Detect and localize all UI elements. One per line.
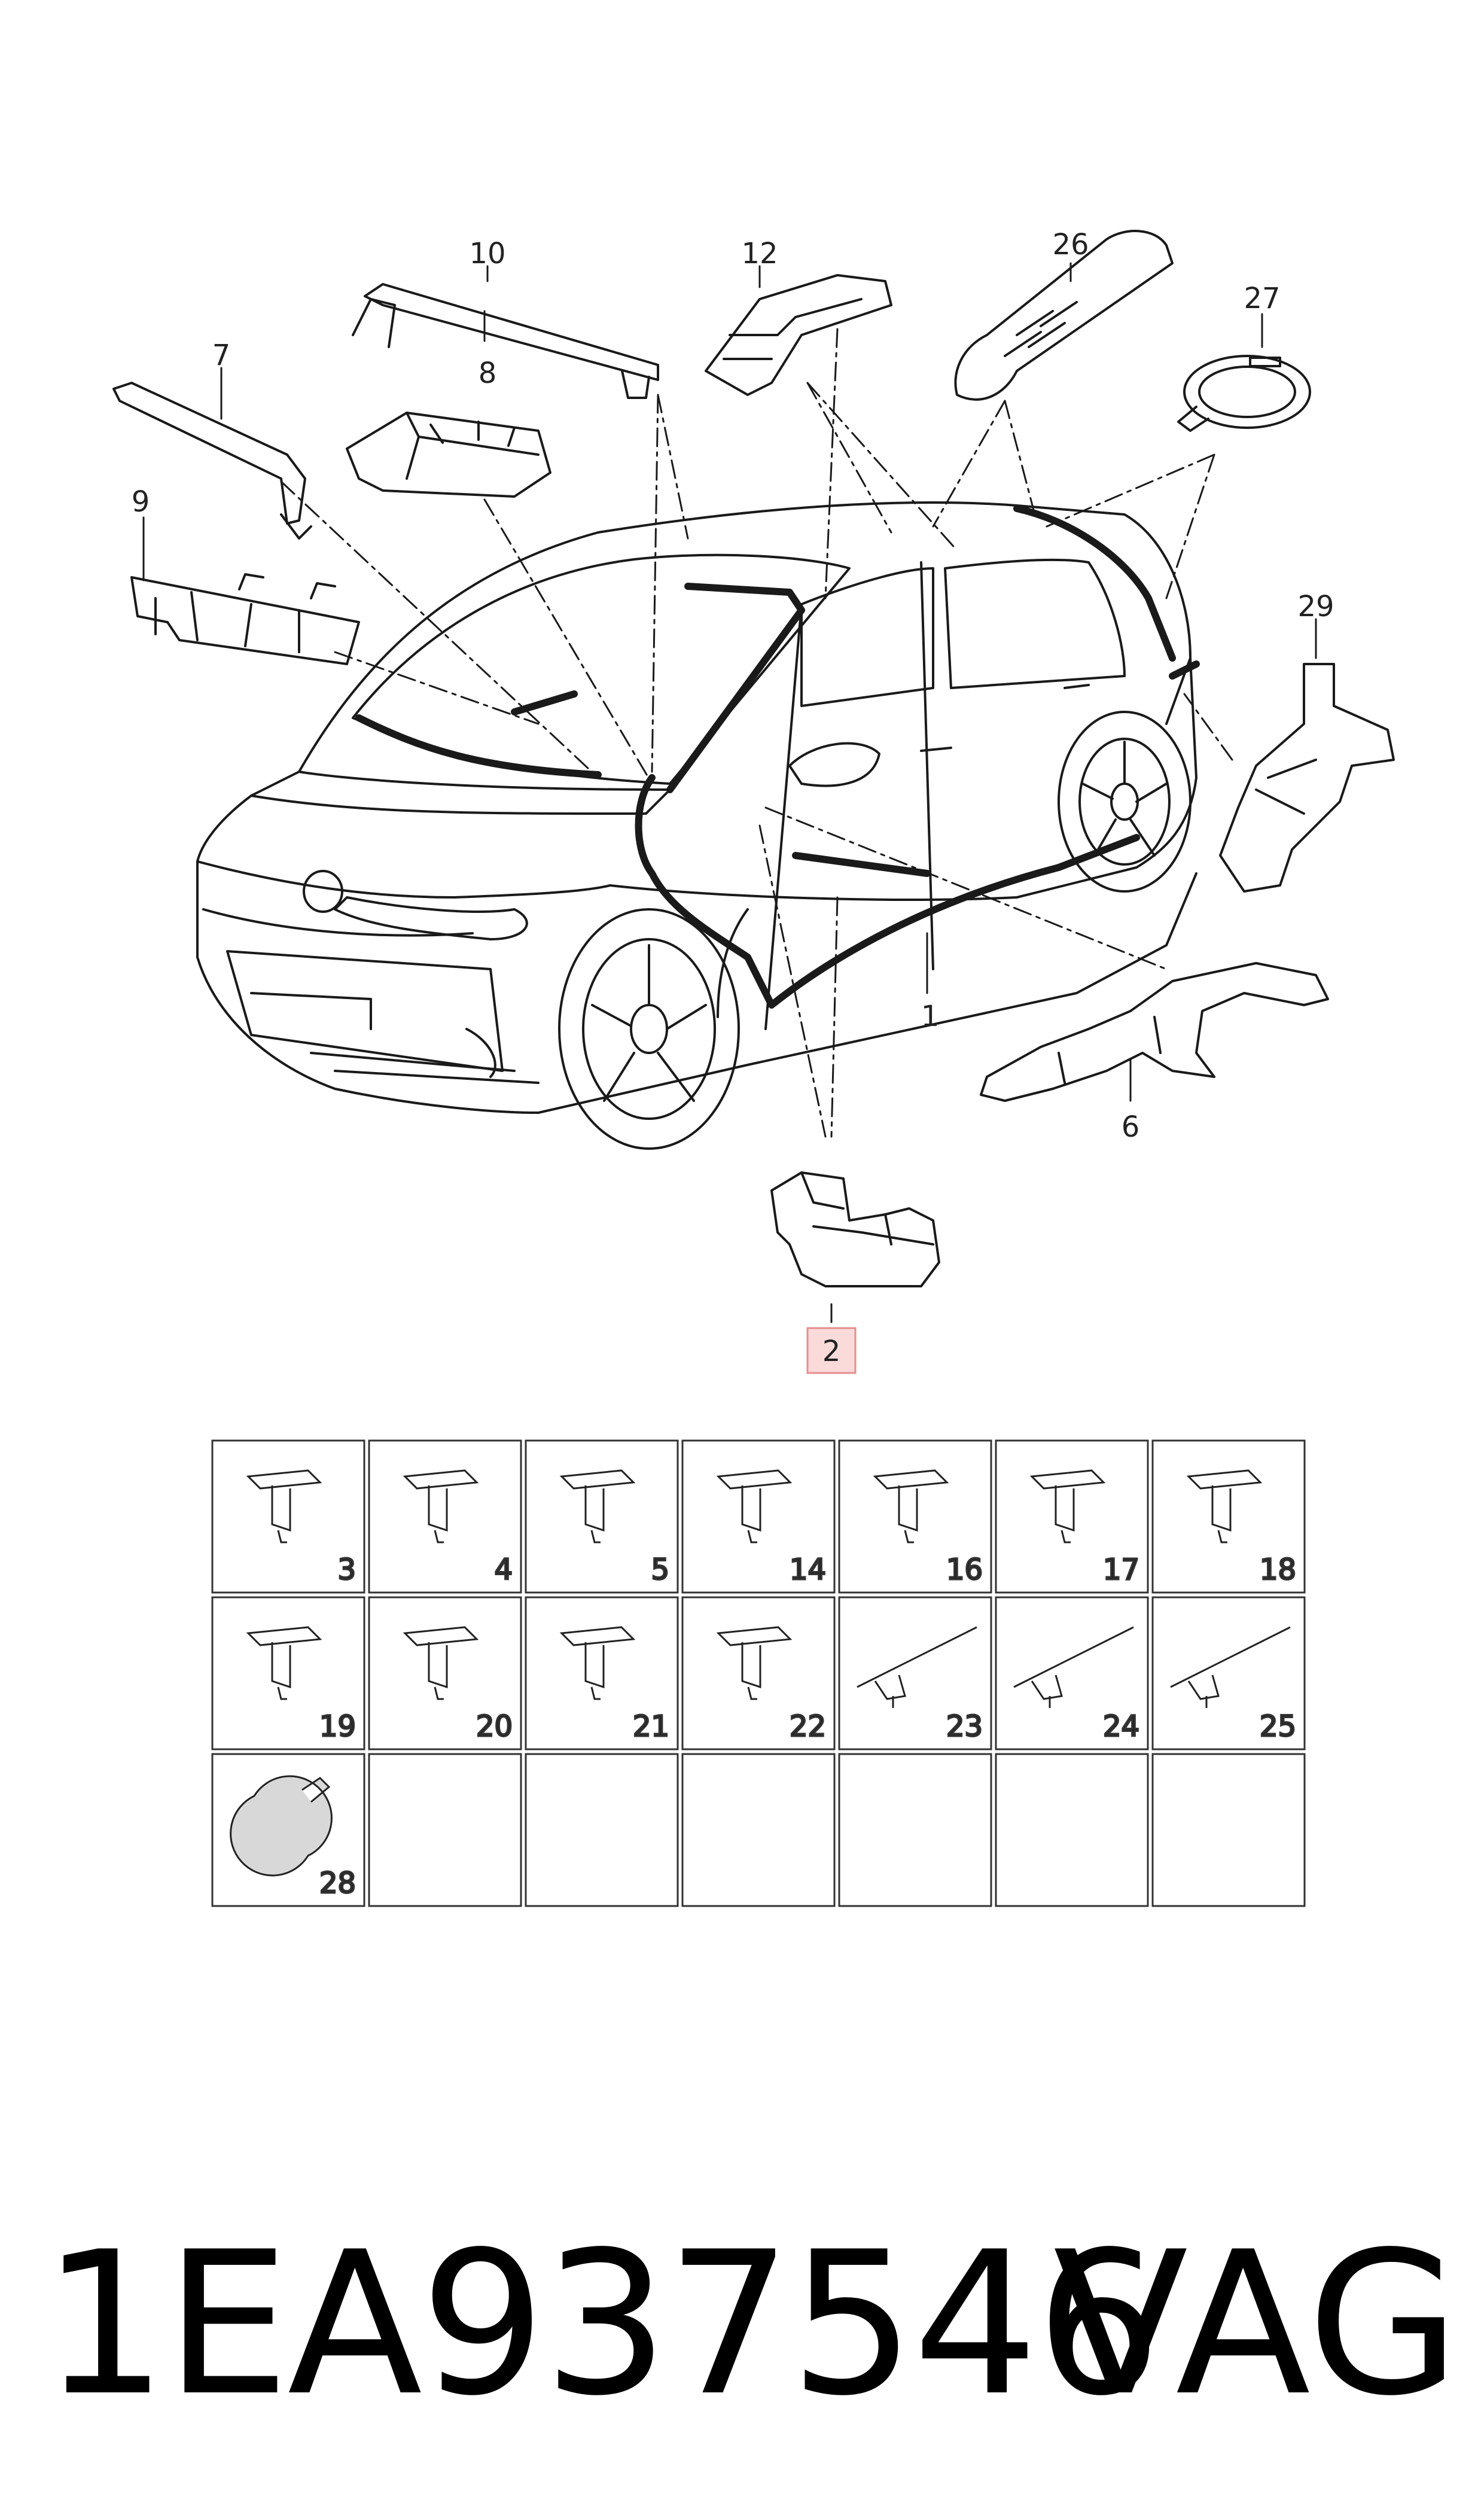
grid-cell	[525, 1753, 679, 1907]
clip-icon	[403, 1469, 479, 1543]
cable-tie-icon	[857, 1626, 977, 1708]
clip-icon	[1029, 1469, 1106, 1543]
grid-cell-number: 22	[790, 1710, 826, 1743]
brand-label: VAG	[1053, 2209, 1460, 2439]
grid-cell: 5	[525, 1439, 679, 1594]
callout-2: 2	[822, 1335, 841, 1368]
clip-icon	[559, 1626, 636, 1700]
part-9-bracket	[130, 573, 360, 665]
clip-icon	[559, 1469, 636, 1543]
grid-cell-number: 17	[1103, 1553, 1139, 1587]
part-number: 1EA937546	[42, 2209, 1162, 2439]
grid-cell-number: 3	[337, 1553, 356, 1587]
callout-10: 10	[469, 237, 505, 270]
grid-cell: 20	[368, 1596, 522, 1750]
cable-tie-icon	[1013, 1626, 1134, 1708]
grid-cell-number: 25	[1260, 1710, 1296, 1743]
grid-cell-number: 24	[1103, 1710, 1139, 1743]
highlight-box	[806, 1327, 857, 1374]
callout-1: 1	[921, 1000, 940, 1033]
clip-icon	[716, 1626, 793, 1700]
clip-icon	[246, 1626, 322, 1700]
callout-9: 9	[132, 485, 150, 519]
door-seals	[355, 505, 1200, 1009]
grid-cell	[995, 1753, 1149, 1907]
part-8-housing	[346, 412, 551, 498]
grid-cell-number: 14	[790, 1553, 826, 1587]
part-27-grommet	[1177, 355, 1311, 432]
part-6-channel	[980, 962, 1329, 1102]
callout-27: 27	[1244, 282, 1280, 315]
callout-labels: 10 7 8 9 12 26 27 29 1 6 2	[132, 228, 1334, 1368]
grid-cell: 23	[838, 1596, 992, 1750]
grid-cell	[1151, 1753, 1306, 1907]
callout-29: 29	[1297, 590, 1334, 623]
part-10-bracket	[352, 283, 659, 399]
grid-cell-number: 28	[319, 1867, 356, 1900]
grid-cell: 25	[1151, 1596, 1306, 1750]
grid-cell-number: 18	[1260, 1553, 1296, 1587]
clip-icon	[716, 1469, 793, 1543]
clip-icon	[873, 1469, 949, 1543]
grid-cell-number: 5	[651, 1553, 669, 1587]
cable-tie-icon	[1170, 1626, 1291, 1708]
callout-8: 8	[479, 357, 497, 390]
car-illustration	[196, 501, 1197, 1150]
grid-cell: 14	[681, 1439, 836, 1594]
grid-cell: 24	[995, 1596, 1149, 1750]
grid-cell: 17	[995, 1439, 1149, 1594]
grid-cell	[368, 1753, 522, 1907]
parts-grid: 3 4 5 14 16 17 18 19 20 21 22 23 24 25 28	[211, 1439, 1306, 1907]
part-12-bracket	[705, 274, 892, 396]
grid-cell	[681, 1753, 836, 1907]
grid-cell-number: 21	[633, 1710, 669, 1743]
grid-cell: 28	[211, 1753, 365, 1907]
grommet-icon	[230, 1775, 333, 1877]
grid-cell-number: 20	[476, 1710, 513, 1743]
clip-icon	[1186, 1469, 1263, 1543]
grid-cell: 21	[525, 1596, 679, 1750]
grid-cell-number: 19	[319, 1710, 356, 1743]
callout-6: 6	[1122, 1110, 1140, 1144]
part-2-bracket	[770, 1171, 940, 1287]
grid-cell: 16	[838, 1439, 992, 1594]
callout-26: 26	[1052, 228, 1089, 261]
part-29-duct	[1219, 663, 1395, 893]
callout-leaders	[142, 262, 1317, 1323]
grid-cell: 18	[1151, 1439, 1306, 1594]
grid-cell: 3	[211, 1439, 365, 1594]
clip-icon	[403, 1626, 479, 1700]
grid-cell	[838, 1753, 992, 1907]
callout-7: 7	[212, 339, 231, 372]
clip-icon	[246, 1469, 322, 1543]
grid-cell-number: 23	[946, 1710, 983, 1743]
part-7-bracket	[112, 382, 312, 540]
callout-12: 12	[741, 237, 778, 270]
grid-cell: 4	[368, 1439, 522, 1594]
grid-cell-number: 4	[494, 1553, 513, 1587]
leader-lines	[280, 328, 1233, 1138]
grid-cell-number: 16	[946, 1553, 983, 1587]
part-26-tube	[954, 230, 1174, 401]
grid-cell: 22	[681, 1596, 836, 1750]
grid-cell: 19	[211, 1596, 365, 1750]
